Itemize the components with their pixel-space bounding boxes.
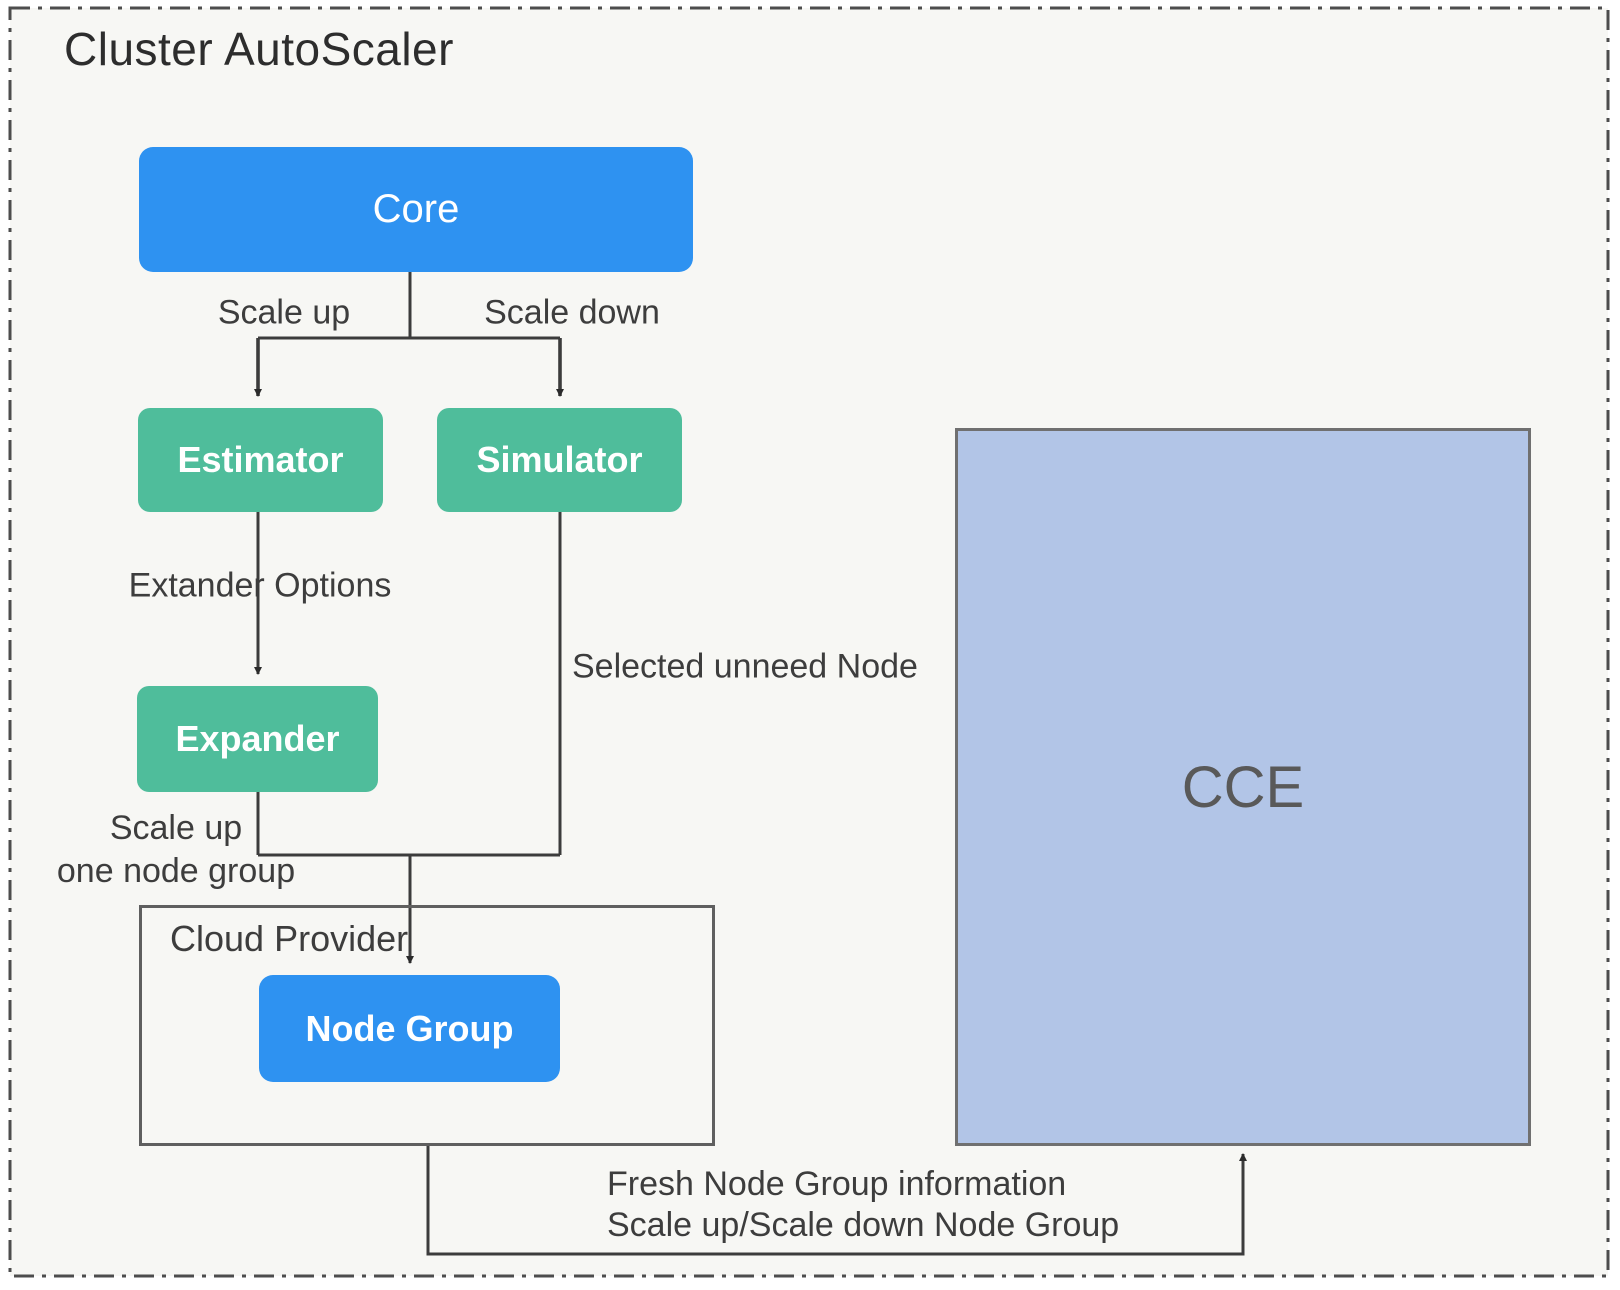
- cce-label: CCE: [1181, 754, 1305, 820]
- cce-container: CCE: [955, 428, 1531, 1146]
- selected-unneed-node-label: Selected unneed Node: [572, 647, 918, 686]
- scale-up-one-node-group-line2: one node group: [56, 852, 296, 890]
- extander-options-label: Extander Options: [128, 566, 392, 605]
- edge-cloudprovider-to-cce: [426, 1146, 1247, 1256]
- scale-up-one-node-group-label: Scale up one node group: [57, 807, 295, 893]
- simulator-node: Simulator: [437, 408, 682, 512]
- fresh-node-group-line1: Fresh Node Group information: [607, 1165, 1067, 1203]
- node-group-node: Node Group: [259, 975, 560, 1082]
- scale-up-one-node-group-line1: Scale up: [109, 809, 243, 847]
- estimator-node: Estimator: [138, 408, 383, 512]
- scale-up-label: Scale up: [217, 293, 351, 332]
- scale-down-label: Scale down: [484, 293, 660, 332]
- core-node: Core: [139, 147, 693, 272]
- cloud-provider-label: Cloud Provider: [170, 918, 409, 959]
- fresh-node-group-label: Fresh Node Group information Scale up/Sc…: [607, 1164, 1119, 1246]
- fresh-node-group-line2: Scale up/Scale down Node Group: [607, 1206, 1120, 1244]
- expander-node: Expander: [137, 686, 378, 792]
- diagram-title: Cluster AutoScaler: [64, 23, 454, 75]
- cloud-provider-container: Cloud Provider: [139, 905, 715, 1146]
